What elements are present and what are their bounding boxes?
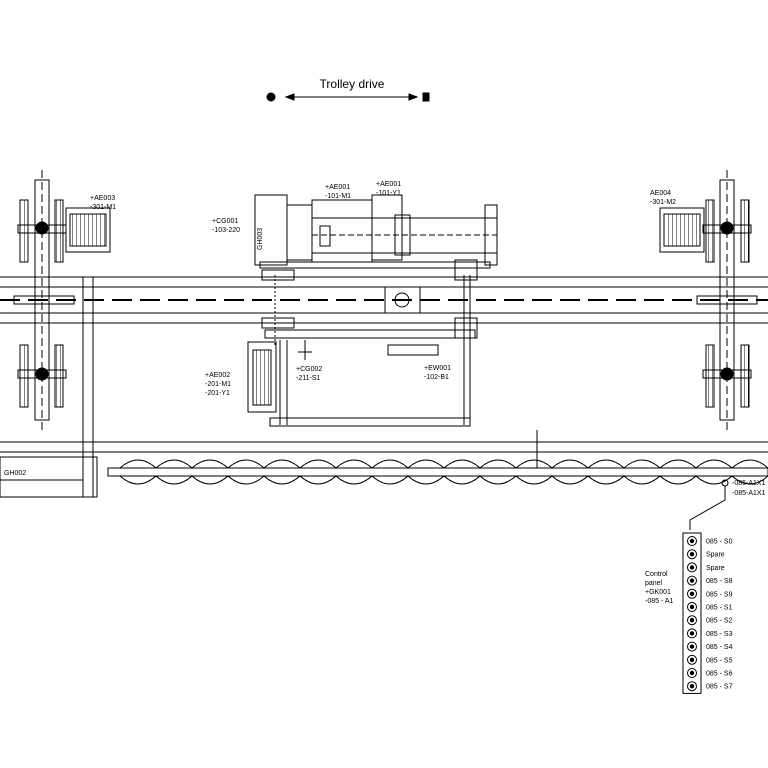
terminal-screw-icon [687, 668, 697, 678]
gh003-label: GH003 [257, 228, 264, 250]
direction-arrow [266, 92, 430, 102]
svg-text:Control: Control [645, 571, 668, 578]
svg-text:-101-M1: -101-M1 [325, 193, 351, 200]
terminal-label: 085 - S7 [706, 684, 733, 691]
terminal-screw-icon [687, 602, 697, 612]
ae002-label: +AE002 -201-M1 -201-Y1 [205, 372, 231, 397]
terminal-screw-center [689, 684, 695, 689]
svg-text:+AE002: +AE002 [205, 372, 230, 379]
svg-text:+AE003: +AE003 [90, 195, 115, 202]
terminal-label: 085 - S4 [706, 644, 733, 651]
terminal-screw-center [689, 670, 695, 676]
cg001-label: +CG001 -103-220 [212, 218, 240, 234]
cable-festoon [107, 430, 768, 485]
terminal-label: 085 - S5 [706, 657, 733, 664]
terminal-screw-icon [687, 588, 697, 599]
diagram-title: Trolley drive [320, 77, 385, 91]
terminal-label: 085 - S9 [706, 591, 733, 598]
svg-text:-085-A1X1: -085-A1X1 [732, 490, 766, 497]
connector-line [689, 479, 729, 530]
svg-text:-301-M1: -301-M1 [90, 204, 116, 211]
svg-text:-102-B1: -102-B1 [424, 374, 449, 381]
terminal-label: 085 - S2 [706, 618, 733, 625]
terminal-screw-center [689, 552, 695, 557]
ae003-label: +AE003 -301-M1 [90, 195, 116, 211]
terminal-screw-icon [687, 615, 697, 626]
terminal-label: 085 - S0 [706, 539, 733, 546]
terminal-screw-icon [687, 549, 697, 560]
ae001-m-label: +AE001 -101-M1 [325, 184, 351, 200]
terminal-screw-center [689, 644, 695, 649]
svg-text:-103-220: -103-220 [212, 227, 240, 234]
terminal-screw-center [689, 538, 695, 544]
svg-text:+GK001: +GK001 [645, 589, 671, 596]
terminal-screw-icon [687, 654, 697, 665]
svg-text:+AE001: +AE001 [325, 184, 350, 191]
ew001-label: +EW001 -102-B1 [424, 365, 451, 381]
svg-text:-201-M1: -201-M1 [205, 381, 231, 388]
terminal-screw-icon [687, 628, 697, 639]
lower-rail [0, 441, 768, 453]
terminal-label: Spare [706, 565, 725, 572]
terminal-screw-center [689, 591, 695, 596]
gh002-box: GH002 [0, 277, 98, 498]
svg-text:+EW001: +EW001 [424, 365, 451, 372]
svg-text:-301-M2: -301-M2 [650, 199, 676, 206]
control-panel-label: Control panel +GK001 -085 - A1 [645, 571, 674, 605]
terminal-label: 085 - S3 [706, 631, 733, 638]
svg-text:+AE001: +AE001 [376, 181, 401, 188]
svg-text:-211-S1: -211-S1 [296, 375, 320, 382]
terminal-screw-icon [687, 641, 697, 652]
ae001-y-label: +AE001 -101-Y1 [376, 181, 401, 197]
svg-text:-101-Y1: -101-Y1 [376, 190, 401, 197]
svg-text:+CG002: +CG002 [296, 366, 322, 373]
terminal-label: 085 - S6 [706, 671, 733, 678]
terminal-screw-center [689, 565, 695, 570]
terminal-screw-center [689, 578, 695, 583]
terminal-label: 085 - S1 [706, 605, 733, 612]
terminal-strip-frame [682, 532, 702, 694]
svg-text:-201-Y1: -201-Y1 [205, 390, 230, 397]
terminal-screw-icon [687, 562, 697, 573]
hoist-winch [254, 194, 498, 269]
terminal-screw-icon [687, 681, 697, 692]
connector-label: -085-A1X1 -085-A1X1 [732, 480, 766, 497]
terminal-screw-center [689, 604, 695, 610]
terminal-screw-icon [687, 536, 697, 546]
terminal-screw-icon [687, 575, 697, 586]
gh002-label: GH002 [4, 470, 26, 477]
terminal-screw-center [689, 618, 695, 623]
terminal-label: Spare [706, 552, 725, 559]
terminal-label: 085 - S8 [706, 578, 733, 585]
svg-text:-085-A1X1: -085-A1X1 [732, 480, 766, 487]
cg002-label: +CG002 -211-S1 [296, 366, 322, 382]
terminal-screw-center [689, 657, 695, 662]
upper-rail [0, 276, 768, 324]
ae004-label: AE004 -301-M2 [650, 190, 676, 206]
svg-text:+CG001: +CG001 [212, 218, 238, 225]
left-wheel-assembly [13, 170, 111, 430]
right-wheel-assembly [659, 170, 758, 430]
trolley-frame [247, 259, 478, 427]
svg-text:-085 - A1: -085 - A1 [645, 598, 674, 605]
terminal-screw-center [689, 631, 695, 636]
svg-text:panel: panel [645, 580, 663, 587]
svg-text:AE004: AE004 [650, 190, 671, 197]
